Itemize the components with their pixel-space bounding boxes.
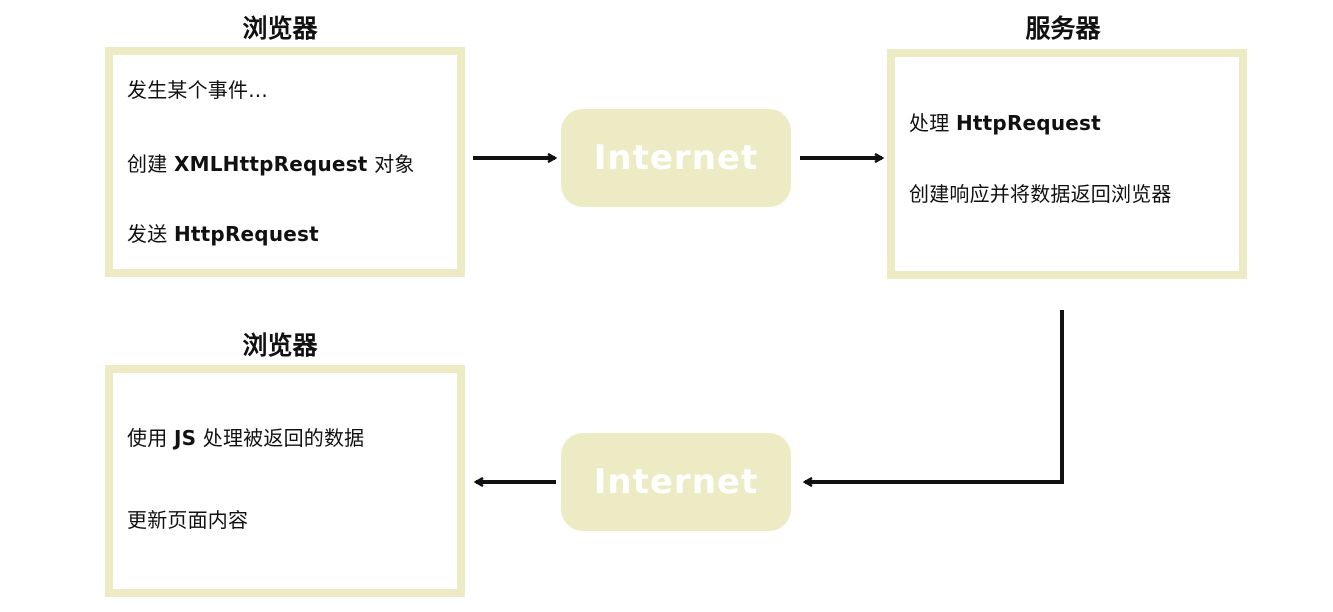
- browser-bottom-box: 使用 JS 处理被返回的数据 更新页面内容: [105, 365, 465, 597]
- browser-bottom-line-2: 更新页面内容: [127, 507, 248, 533]
- browser-top-line-1-text: 发生某个事件...: [127, 78, 268, 102]
- browser-top-line-2-bold: XMLHttpRequest: [173, 152, 368, 176]
- browser-top-line-3-text: 发送: [127, 222, 174, 246]
- browser-top-title: 浏览器: [242, 14, 318, 43]
- internet-bottom-pill: Internet: [561, 433, 791, 531]
- browser-bottom-line-2-text: 更新页面内容: [127, 508, 249, 532]
- browser-bottom-line-1-suffix: 处理被返回的数据: [196, 426, 365, 450]
- browser-top-line-2-suffix: 对象: [367, 152, 415, 176]
- internet-top-pill: Internet: [561, 109, 791, 207]
- browser-top-line-2-text: 创建: [127, 152, 174, 176]
- server-line-2-text: 创建响应并将数据返回浏览器: [909, 182, 1172, 206]
- server-line-2: 创建响应并将数据返回浏览器: [909, 181, 1172, 207]
- browser-top-line-3: 发送 HttpRequest: [127, 221, 319, 247]
- arrow-server-to-internet: [805, 310, 1064, 482]
- internet-bottom-label: Internet: [593, 462, 759, 502]
- browser-top-box: 发生某个事件... 创建 XMLHttpRequest 对象 发送 HttpRe…: [105, 47, 465, 277]
- browser-top-line-2: 创建 XMLHttpRequest 对象: [127, 151, 415, 177]
- browser-top-line-1: 发生某个事件...: [127, 77, 268, 103]
- browser-top-line-3-bold: HttpRequest: [173, 222, 319, 246]
- server-title: 服务器: [1025, 14, 1101, 43]
- server-line-1: 处理 HttpRequest: [909, 110, 1101, 136]
- browser-bottom-line-1: 使用 JS 处理被返回的数据: [127, 425, 364, 451]
- internet-top-label: Internet: [593, 138, 759, 178]
- server-line-1-text: 处理: [909, 111, 956, 135]
- server-box: 处理 HttpRequest 创建响应并将数据返回浏览器: [887, 49, 1247, 279]
- browser-bottom-line-1-text: 使用: [127, 426, 174, 450]
- server-line-1-bold: HttpRequest: [955, 111, 1101, 135]
- browser-bottom-title: 浏览器: [242, 331, 318, 360]
- browser-bottom-line-1-bold: JS: [173, 426, 197, 450]
